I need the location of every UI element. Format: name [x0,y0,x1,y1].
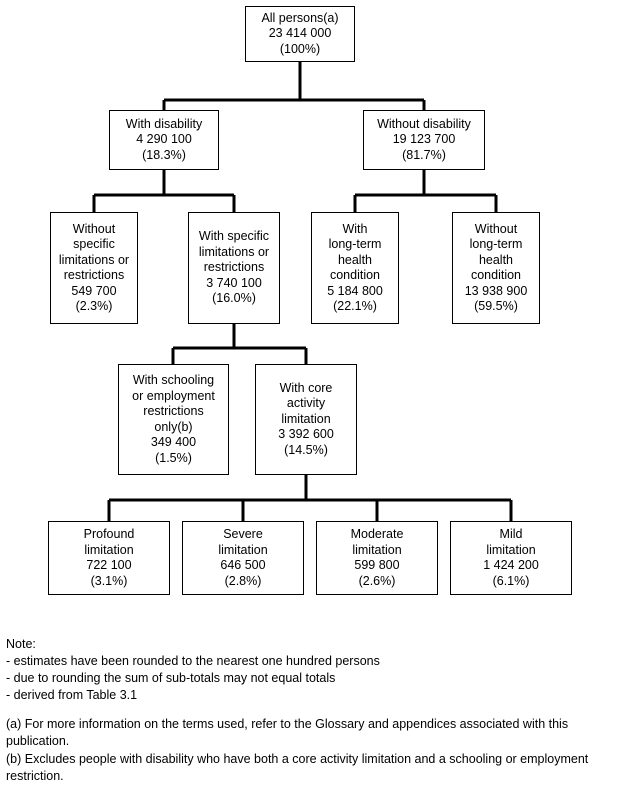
node-without-long-term-condition-count: 13 938 900 [464,283,528,298]
footnote-a: (a) For more information on the terms us… [6,717,569,748]
node-all-persons[interactable]: All persons(a) 23 414 000 (100%) [245,6,355,62]
node-with-disability-pct: (18.3%) [142,147,186,162]
node-without-disability-pct: (81.7%) [402,147,446,162]
node-schooling-employment-only-label: With schooling or employment restriction… [132,373,215,434]
node-mild-limitation-label: Mild limitation [486,527,536,557]
notes-heading: Note: [6,637,36,651]
node-with-disability[interactable]: With disability 4 290 100 (18.3%) [109,110,219,170]
node-without-disability-count: 19 123 700 [392,132,456,147]
node-severe-limitation-count: 646 500 [220,558,266,572]
node-moderate-limitation-label: Moderate limitation [350,527,404,557]
footnotes-section: (a) For more information on the terms us… [6,716,592,786]
node-mild-limitation-count: 1 424 200 [483,558,539,572]
node-all-persons-pct: (100%) [279,41,321,56]
node-profound-limitation-count: 722 100 [86,558,132,572]
node-profound-limitation-pct: (3.1%) [90,573,128,588]
node-without-disability[interactable]: Without disability 19 123 700 (81.7%) [363,110,485,170]
node-without-specific-limitations-count: 549 700 [71,283,117,298]
node-with-specific-limitations-label: With specific limitations or restriction… [198,229,270,275]
node-with-long-term-condition-pct: (22.1%) [333,299,377,313]
node-mild-limitation-pct: (6.1%) [492,573,530,588]
node-all-persons-label: All persons(a) [261,10,339,25]
node-mild-limitation[interactable]: Mild limitation 1 424 200 (6.1%) [450,521,572,595]
node-severe-limitation-label: Severe limitation [218,527,268,557]
node-schooling-employment-only-count: 349 400 [150,435,197,449]
node-core-activity-limitation-pct: (14.5%) [284,442,328,457]
node-profound-limitation-label: Profound limitation [83,527,135,557]
node-profound-limitation[interactable]: Profound limitation 722 100 (3.1%) [48,521,170,595]
node-core-activity-limitation[interactable]: With core activity limitation 3 392 600 … [255,364,357,475]
node-without-specific-limitations-label: Without specific limitations or restrict… [58,221,130,283]
node-with-disability-label: With disability [125,116,203,131]
node-moderate-limitation-pct: (2.6%) [358,573,396,588]
node-without-specific-limitations[interactable]: Without specific limitations or restrict… [50,212,138,324]
note-line-source-table: - derived from Table 3.1 [6,688,138,702]
flowchart-canvas: All persons(a) 23 414 000 (100%) With di… [48,6,572,595]
node-with-specific-limitations[interactable]: With specific limitations or restriction… [188,212,280,324]
footnote-b: (b) Excludes people with disability who … [6,752,589,783]
node-without-long-term-condition-label: Without long-term health condition [469,221,523,283]
node-severe-limitation[interactable]: Severe limitation 646 500 (2.8%) [182,521,304,595]
notes-section: Note: - estimates have been rounded to t… [6,636,606,704]
node-with-long-term-condition-count: 5 184 800 [327,283,383,298]
node-without-specific-limitations-pct: (2.3%) [75,299,113,313]
note-line-rounding: - estimates have been rounded to the nea… [6,654,380,668]
node-core-activity-limitation-label: With core activity limitation [279,380,333,426]
node-with-specific-limitations-pct: (16.0%) [212,291,256,306]
node-moderate-limitation[interactable]: Moderate limitation 599 800 (2.6%) [316,521,438,595]
node-without-disability-label: Without disability [377,116,471,131]
node-without-long-term-condition-pct: (59.5%) [474,299,518,313]
note-line-subtotals: - due to rounding the sum of sub-totals … [6,671,336,685]
node-with-disability-count: 4 290 100 [136,132,192,147]
node-with-long-term-condition-label: With long-term health condition [328,221,382,283]
node-schooling-employment-only[interactable]: With schooling or employment restriction… [118,364,229,475]
node-severe-limitation-pct: (2.8%) [224,573,262,588]
node-without-long-term-condition[interactable]: Without long-term health condition 13 93… [452,212,540,324]
node-with-specific-limitations-count: 3 740 100 [206,275,262,290]
node-all-persons-count: 23 414 000 [268,26,332,41]
node-core-activity-limitation-count: 3 392 600 [278,427,334,442]
node-with-long-term-condition[interactable]: With long-term health condition 5 184 80… [311,212,399,324]
node-moderate-limitation-count: 599 800 [354,558,400,572]
node-schooling-employment-only-pct: (1.5%) [155,450,192,465]
